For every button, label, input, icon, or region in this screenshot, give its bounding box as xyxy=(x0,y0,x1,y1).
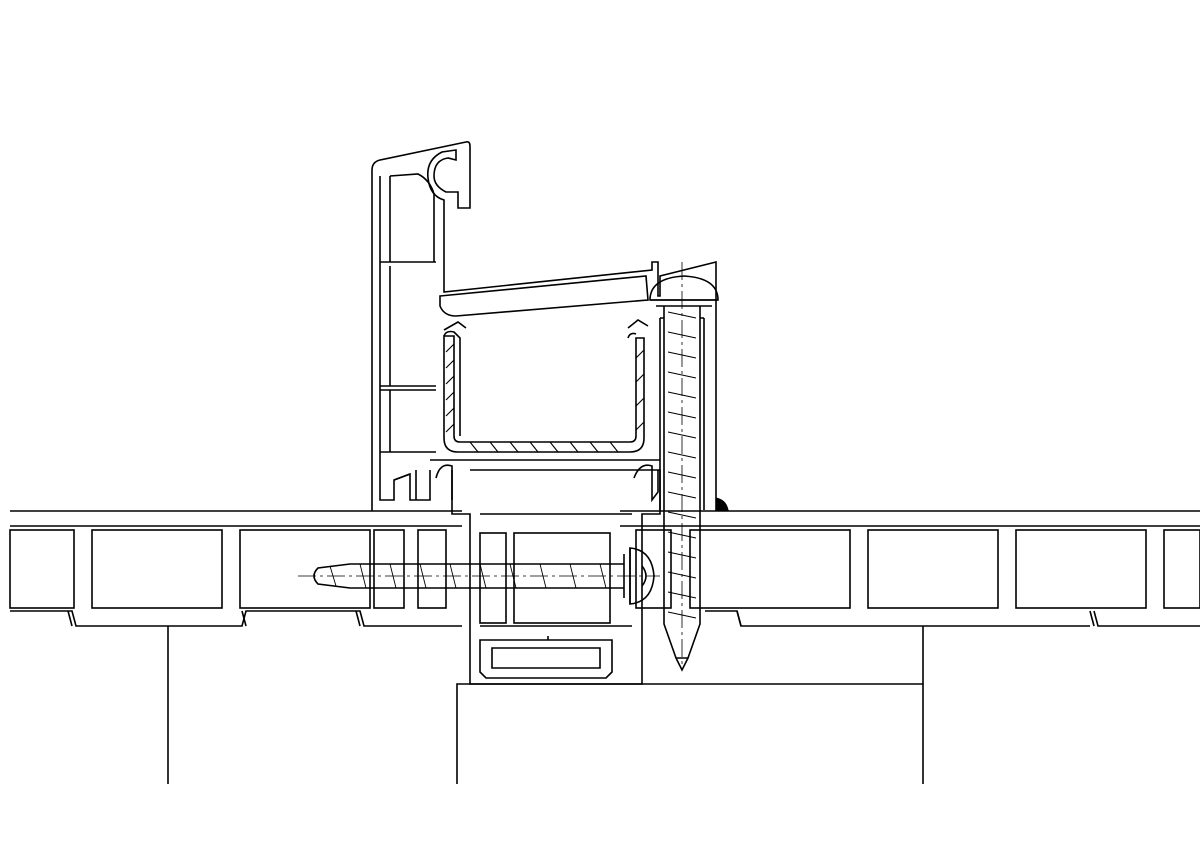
horizontal-screw xyxy=(298,547,660,605)
left-multi-chamber-panel xyxy=(9,510,462,627)
glazing-bead-profile xyxy=(371,141,717,511)
center-support-block xyxy=(456,626,924,784)
right-multi-chamber-panel xyxy=(620,510,1200,627)
vertical-screw xyxy=(649,262,719,672)
sealing-gasket xyxy=(715,497,729,511)
steel-reinforcement-channel xyxy=(443,330,645,453)
